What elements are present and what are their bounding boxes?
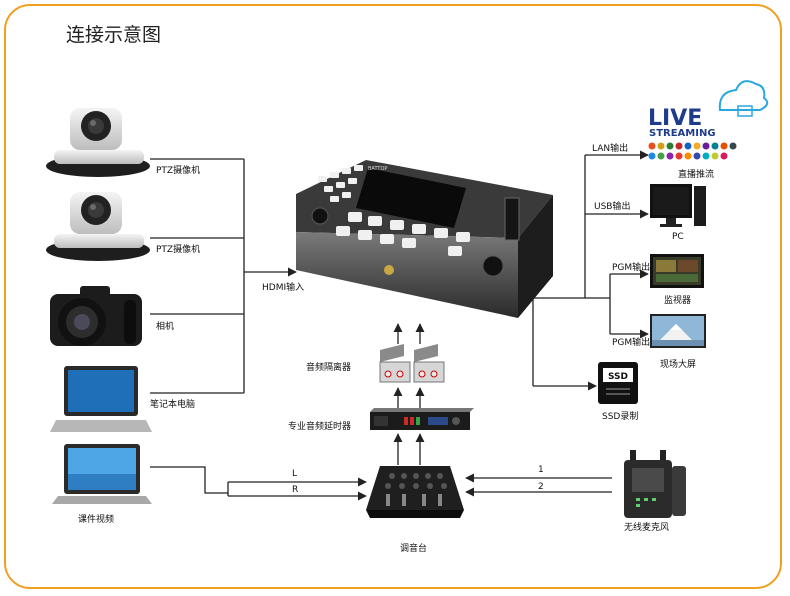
label-live-streaming: 直播推流 (678, 170, 715, 180)
label-big-screen: 现场大屏 (660, 360, 697, 370)
label-ssd-recording: SSD录制 (602, 412, 639, 422)
laptop-icon (52, 444, 152, 504)
input-bus-lines (150, 158, 297, 394)
ssd-icon: SSD (598, 362, 638, 404)
audio-isolator-icon (379, 344, 445, 383)
label-channel-r: R (292, 485, 299, 495)
ptz-camera-icon (46, 192, 150, 261)
label-channel-l: L (292, 469, 298, 479)
label-ptz-camera-1: PTZ摄像机 (156, 166, 201, 176)
live-streaming-logo: LIVE STREAMING (648, 80, 769, 160)
label-laptop: 笔记本电脑 (150, 400, 196, 410)
label-pc: PC (672, 232, 684, 242)
label-camera: 相机 (156, 322, 175, 332)
label-course-video: 课件视频 (78, 515, 115, 525)
ptz-camera-icon (46, 108, 150, 177)
label-hdmi-input: HDMI输入 (262, 283, 305, 293)
logo-streaming-text: STREAMING (649, 128, 716, 139)
label-pgm-output-1: PGM输出 (612, 263, 651, 273)
rounded-frame (4, 4, 782, 589)
audio-delay-rack-icon (370, 408, 474, 430)
label-usb-output: USB输出 (594, 202, 631, 212)
label-channel-2: 2 (538, 482, 544, 492)
logo-live-text: LIVE (648, 106, 702, 131)
audio-mixer-icon (366, 466, 464, 518)
label-monitor: 监视器 (664, 296, 692, 306)
dslr-camera-icon (50, 286, 142, 346)
label-pgm-output-2: PGM输出 (612, 338, 651, 348)
label-audio-delay: 专业音频延时器 (288, 422, 352, 432)
label-audio-isolator: 音频隔离器 (306, 363, 352, 373)
video-switcher-device: BATTOP (296, 160, 553, 318)
wireless-mic-icon (624, 450, 686, 518)
label-ptz-camera-2: PTZ摄像机 (156, 245, 201, 255)
laptop-icon (50, 366, 152, 432)
label-mixer: 调音台 (400, 544, 428, 554)
label-wireless-mic: 无线麦克风 (624, 523, 670, 533)
big-screen-icon (650, 314, 706, 348)
label-channel-1: 1 (538, 465, 544, 475)
pc-icon (650, 184, 706, 227)
page-title: 连接示意图 (66, 24, 162, 46)
output-bus-lines (518, 150, 649, 391)
ssd-badge-text: SSD (608, 372, 628, 382)
audio-chain-lines (150, 323, 612, 501)
monitor-icon (650, 254, 704, 288)
switcher-brand-text: BATTOP (368, 166, 387, 172)
label-lan-output: LAN输出 (592, 144, 629, 154)
